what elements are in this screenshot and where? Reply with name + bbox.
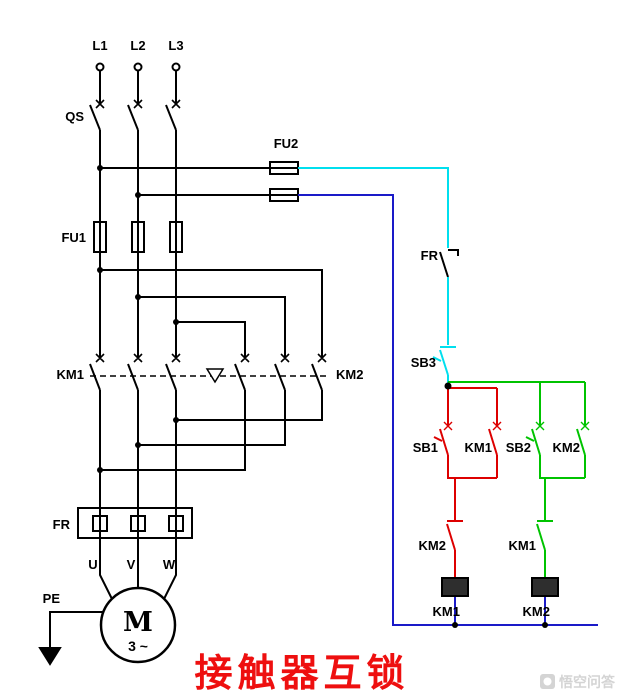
junction-dots <box>97 165 548 628</box>
label-km2-main: KM2 <box>336 367 363 382</box>
caption-title: 接触器互锁 <box>194 653 409 695</box>
fu2-fuse-icons <box>269 161 299 202</box>
label-fu1: FU1 <box>61 230 86 245</box>
label-terminal-u: U <box>88 557 97 572</box>
phase-l1-wire <box>89 70 113 600</box>
forward-branch-wires <box>433 387 502 578</box>
label-sb2: SB2 <box>506 440 531 455</box>
label-sb1: SB1 <box>413 440 438 455</box>
label-qs: QS <box>65 109 84 124</box>
mechanical-interlock-linkage-icon <box>90 368 330 384</box>
label-pe: PE <box>43 591 61 606</box>
label-l3: L3 <box>168 38 183 53</box>
diagram-labels: L1 L2 L3 QS FU2 FU1 KM1 KM2 FR U V W PE … <box>43 38 580 654</box>
forward-contact-tick-icons <box>443 421 502 431</box>
fr-thermal-relay-icon <box>77 507 193 539</box>
label-km2-interlock: KM2 <box>419 538 446 553</box>
phase-l3-wire <box>163 70 177 600</box>
fu2-tap-wires <box>100 167 270 196</box>
watermark: 悟空问答 <box>540 674 616 690</box>
reverse-branch-wires <box>448 381 590 578</box>
label-km2-coil: KM2 <box>523 604 550 619</box>
watermark-logo-inner-icon <box>543 677 552 686</box>
fu1-fuse-icons <box>93 221 183 253</box>
km1-coil-icon <box>441 577 469 597</box>
km2-branch-lower-wires <box>100 390 323 471</box>
label-km1-main: KM1 <box>57 367 84 382</box>
label-l2: L2 <box>130 38 145 53</box>
label-km2-aux: KM2 <box>553 440 580 455</box>
motor-letter: M <box>123 607 153 638</box>
sb3-stop-button-icon <box>432 346 456 376</box>
label-km1-coil: KM1 <box>433 604 460 619</box>
km2-branch-upper-wires <box>100 269 323 358</box>
supply-terminal-icons <box>95 62 181 72</box>
label-fu2: FU2 <box>274 136 299 151</box>
watermark-text: 悟空问答 <box>559 674 616 690</box>
km2-coil-icon <box>531 577 559 597</box>
main-circuit-wires <box>38 62 459 666</box>
ground-icon <box>38 647 62 666</box>
label-km1-aux: KM1 <box>465 440 492 455</box>
reverse-contact-tick-icons <box>535 421 590 431</box>
control-blue-wire <box>298 194 598 626</box>
label-l1: L1 <box>92 38 107 53</box>
sb1-start-button-icon <box>433 436 443 442</box>
sb2-start-button-icon <box>525 436 535 442</box>
pe-ground-wire <box>38 611 103 666</box>
label-terminal-w: W <box>163 557 176 572</box>
label-terminal-v: V <box>127 557 136 572</box>
fr-contact-icon <box>439 249 459 278</box>
label-fr-contact: FR <box>421 248 439 263</box>
contactor-coils <box>441 577 559 597</box>
contact-tick-icons <box>95 99 327 363</box>
km2-main-contact-icons <box>234 363 323 391</box>
motor-phase-label: 3 ~ <box>128 638 148 654</box>
phase-l2-wire <box>127 70 139 588</box>
label-sb3: SB3 <box>411 355 436 370</box>
label-km1-interlock: KM1 <box>509 538 536 553</box>
label-fr-main: FR <box>53 517 71 532</box>
motor-symbol <box>99 586 177 664</box>
